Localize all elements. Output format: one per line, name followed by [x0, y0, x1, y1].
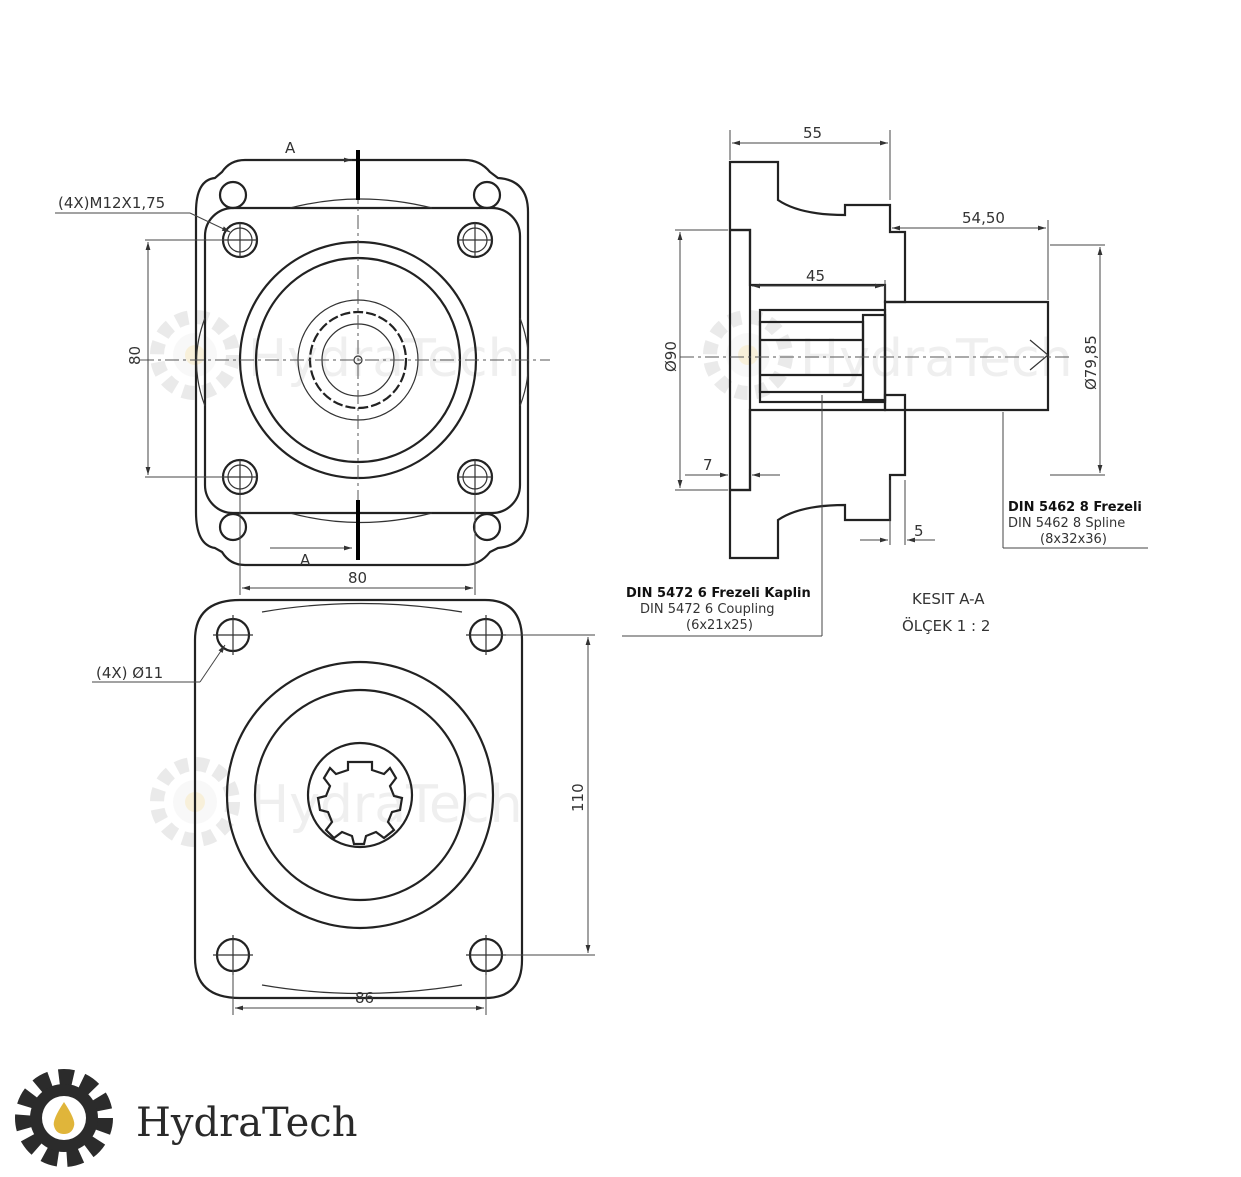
section-dim-overall: 55 [803, 124, 822, 142]
section-dia-shaft: Ø79,85 [1082, 335, 1100, 390]
ear-hole [472, 512, 502, 542]
section-view: 55 54,50 45 Ø90 Ø79,85 7 5 DIN 5462 8 Fr… [622, 124, 1148, 637]
section-marker-bottom: A [300, 551, 311, 569]
bottom-hub [306, 741, 414, 849]
watermark-gear-icon [703, 310, 793, 400]
oil-drop-icon [53, 1102, 75, 1134]
bottom-mid-ring [253, 688, 467, 902]
section-dim-shaft: 54,50 [962, 209, 1005, 227]
section-dim-7: 7 [703, 456, 713, 474]
section-scale: ÖLÇEK 1 : 2 [902, 616, 990, 635]
coupling-spline-profile [316, 760, 404, 846]
top-dim-horizontal: 80 [348, 569, 367, 587]
coupling-note-line2: DIN 5472 6 Coupling [640, 602, 775, 617]
watermark-text: HydraTech [800, 329, 1073, 389]
watermark-text: HydraTech [248, 329, 521, 389]
spline-note-line1: DIN 5462 8 Frezeli [1008, 500, 1142, 515]
section-dia-flange: Ø90 [662, 341, 680, 372]
hole-callout: (4X) Ø11 [96, 664, 163, 682]
section-marker-top: A [285, 139, 296, 157]
bottom-top-arc [261, 602, 463, 613]
bottom-bottom-arc [261, 984, 463, 995]
bottom-dim-vertical: 110 [569, 783, 587, 812]
bottom-outer-ring [225, 660, 495, 930]
ear-hole [472, 180, 502, 210]
ear-hole [218, 512, 248, 542]
left-bulge [195, 317, 206, 407]
spline-note-line3: (8x32x36) [1040, 532, 1107, 547]
bottom-view: (4X) Ø11 110 86 [92, 598, 595, 1015]
bottom-flange-outline [193, 598, 524, 1000]
bottom-dim-horizontal: 86 [355, 989, 374, 1007]
ear-hole [218, 180, 248, 210]
watermark-text: HydraTech [250, 775, 523, 835]
section-dim-bore: 45 [806, 267, 825, 285]
top-arc [289, 198, 433, 209]
watermark-group: HydraTech HydraTech HydraTech [150, 310, 1073, 847]
right-bulge [519, 317, 530, 407]
bottom-arc [289, 512, 433, 524]
brand-logo [15, 1069, 113, 1167]
flange-plate [728, 228, 752, 492]
top-view: A A (4X)M12X1,75 80 80 [55, 139, 550, 595]
spline-note-line2: DIN 5462 8 Spline [1008, 516, 1125, 531]
thread-callout: (4X)M12X1,75 [58, 194, 165, 212]
coupling-note-line1: DIN 5472 6 Frezeli Kaplin [626, 586, 811, 601]
section-dim-5: 5 [914, 522, 924, 540]
top-flange-outline [194, 158, 530, 567]
brand-name: HydraTech [136, 1100, 357, 1146]
shaft-center-drill [1029, 339, 1049, 371]
housing-lower [728, 393, 907, 560]
section-title: KESIT A-A [912, 590, 985, 608]
top-dim-vertical: 80 [126, 346, 144, 365]
coupling-note-line3: (6x21x25) [686, 618, 753, 633]
